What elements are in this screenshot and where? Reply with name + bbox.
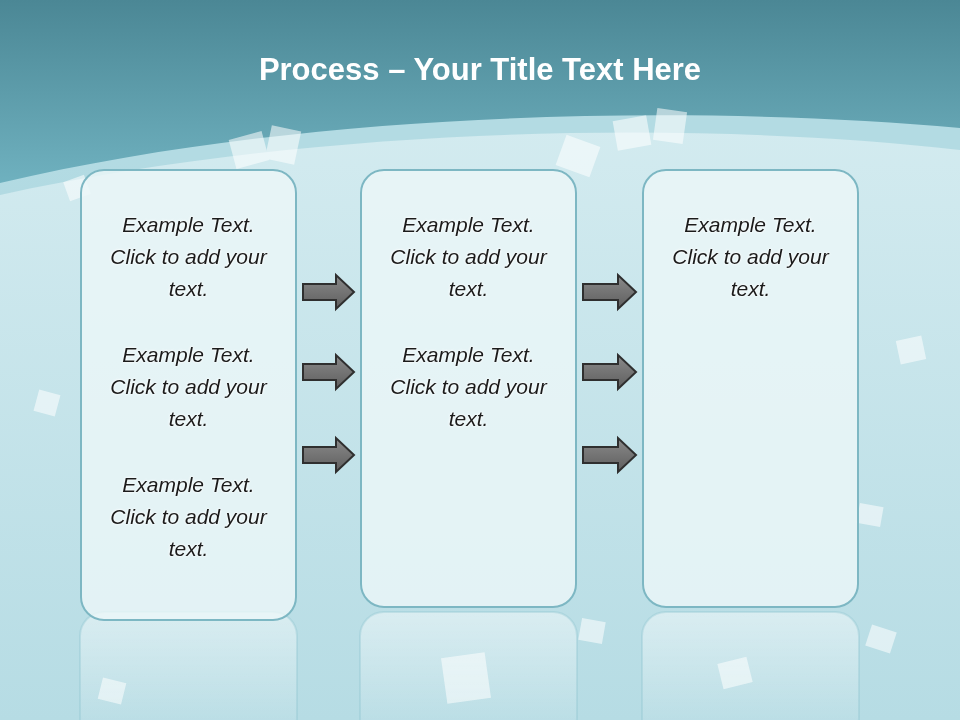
title-area: Process – Your Title Text Here xyxy=(0,52,960,88)
block-arrow xyxy=(583,355,636,389)
box-text: Example Text. Click to add your text. xyxy=(104,209,274,305)
title-band xyxy=(0,0,960,183)
box-text: Example Text. Click to add your text. xyxy=(384,339,554,435)
block-arrow xyxy=(303,355,354,389)
block-arrow xyxy=(583,438,636,472)
block-arrow xyxy=(583,275,636,309)
block-arrow xyxy=(303,275,354,309)
process-box: Example Text. Click to add your text. Exa… xyxy=(80,169,297,621)
box-text: Example Text. Click to add your text. xyxy=(666,209,836,305)
box-text: Example Text. Click to add your text. xyxy=(104,469,274,565)
box-reflections xyxy=(80,612,859,720)
band-shadow xyxy=(0,0,960,195)
box-text: Example Text. Click to add your text. xyxy=(384,209,554,305)
process-box: Example Text. Click to add your text. xyxy=(642,169,859,608)
block-arrow xyxy=(303,438,354,472)
box-text: Example Text. Click to add your text. xyxy=(104,339,274,435)
slide-title: Process – Your Title Text Here xyxy=(259,52,701,87)
process-box: Example Text. Click to add your text. Exa… xyxy=(360,169,577,608)
